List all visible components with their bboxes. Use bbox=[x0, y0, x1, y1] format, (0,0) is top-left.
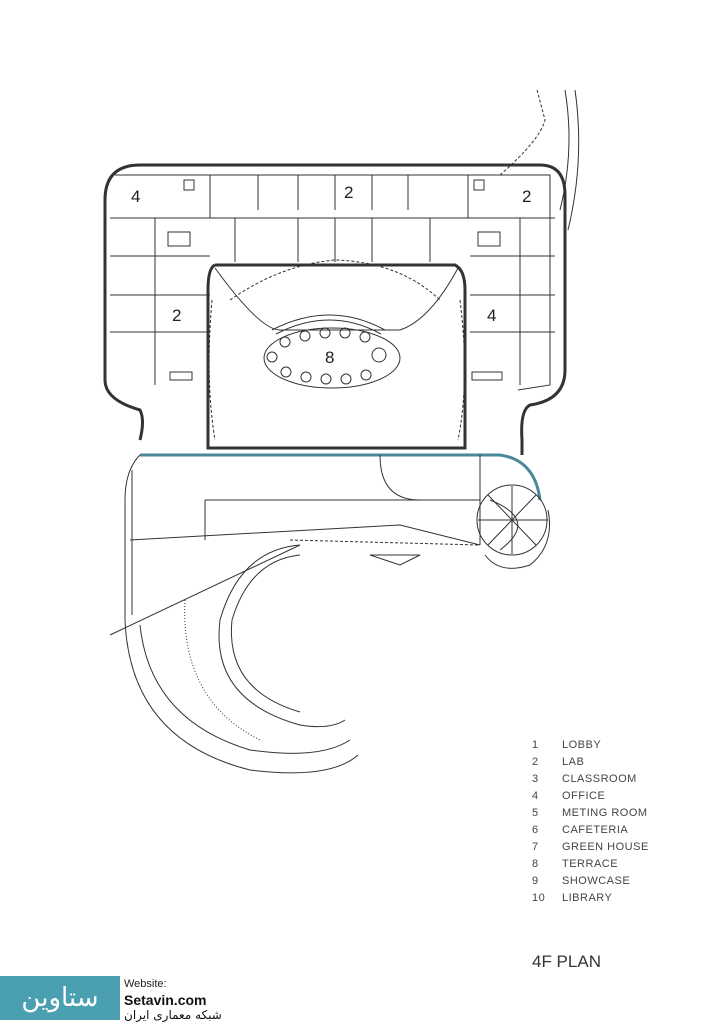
room-label-lab-top-right: 2 bbox=[522, 187, 531, 206]
watermark-url: Setavin.com bbox=[124, 992, 207, 1008]
watermark-website-label: Website: bbox=[124, 978, 167, 990]
room-label-office-left: 4 bbox=[131, 187, 140, 206]
watermark-logo bbox=[0, 976, 120, 1020]
room-label-lab-left: 2 bbox=[172, 306, 181, 325]
building-outline bbox=[140, 163, 567, 455]
plan-title: 4F PLAN bbox=[532, 952, 601, 971]
room-label-office-right: 4 bbox=[487, 306, 496, 325]
watermark-logo-text: ستاوین bbox=[21, 983, 99, 1013]
room-label-lab-top: 2 bbox=[344, 183, 353, 202]
watermark-subtitle: شبکه معماری ایران bbox=[124, 1008, 222, 1022]
room-label-terrace: 8 bbox=[325, 348, 334, 367]
